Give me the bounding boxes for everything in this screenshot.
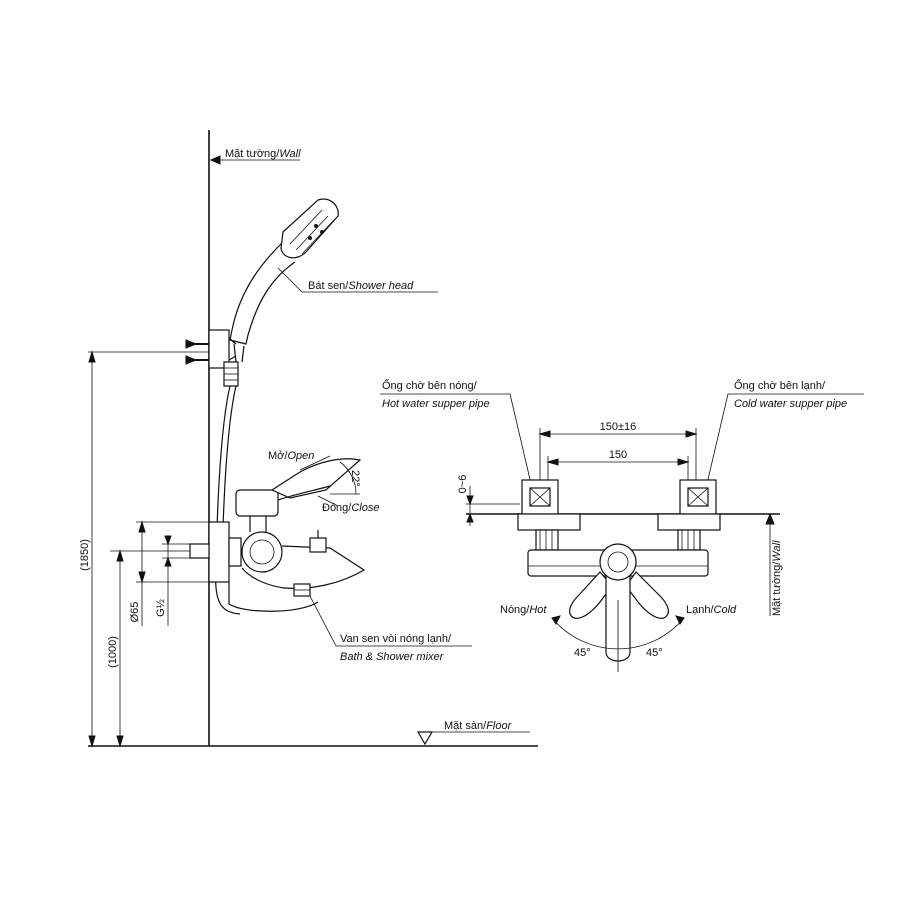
dimension-diameter-text: Ø65 <box>129 602 141 623</box>
dimension-1000-text: (1000) <box>107 636 119 668</box>
floor-label: Mặt sàn/Floor <box>416 720 530 746</box>
shower-head <box>229 198 339 363</box>
top-view: Ống chờ bên nóng/ Hot water supper pipe … <box>380 378 864 672</box>
svg-text:Mở/Open: Mở/Open <box>268 450 314 462</box>
dimension-1850-text: (1850) <box>79 539 91 571</box>
svg-text:Mặt sàn/Floor: Mặt sàn/Floor <box>444 720 513 732</box>
wall-label: Mặt tường/Wall <box>209 148 301 165</box>
cold-pipe-label-vn: Ống chờ bên lạnh/ <box>734 378 826 392</box>
thread-dimension: G½ <box>155 535 210 626</box>
hot-pipe-label-vn: Ống chờ bên nóng/ <box>382 378 478 392</box>
shower-head-label-en: Shower head <box>348 280 414 292</box>
hot-label: Nóng/Hot <box>500 604 547 616</box>
dimension-1000: (1000) <box>107 549 209 748</box>
mixer-label: Van sen vòi nóng lạnh/ Bath & Shower mix… <box>309 595 472 663</box>
cold-pipe <box>657 479 721 531</box>
close-label-en: Close <box>351 502 379 514</box>
cold-label: Lạnh/Cold <box>686 604 737 616</box>
hot-pipe <box>517 479 581 531</box>
wall-label-en: Wall <box>279 148 301 160</box>
floor-label-en: Floor <box>486 720 512 732</box>
svg-text:Mặt tường/Wall: Mặt tường/Wall <box>225 148 301 160</box>
dimension-spacing-text: 150 <box>609 449 627 461</box>
lever-angle-annotation: Mở/Open 22° Đóng/Close <box>268 450 379 514</box>
wall-bracket <box>185 329 239 387</box>
cold-label-vn: Lạnh/ <box>686 604 714 616</box>
mixer-label-en: Bath & Shower mixer <box>340 651 445 663</box>
lever-positions: 45° 45° <box>551 543 685 672</box>
wall-plate: Ø65 <box>129 520 230 626</box>
top-wall-label-vn: Mặt tường/ <box>771 561 783 616</box>
cold-pipe-label-en: Cold water supper pipe <box>734 398 847 410</box>
hot-pipe-label-en: Hot water supper pipe <box>382 398 490 410</box>
top-wall-label-en: Wall <box>771 540 783 562</box>
angle-45-left-text: 45° <box>574 647 591 659</box>
mixer-body <box>228 458 366 612</box>
dimension-thread-text: G½ <box>155 599 167 617</box>
dimension-spacing: 150 <box>546 449 690 494</box>
side-view: Mặt tường/Wall Bát sen/Shower head <box>79 130 538 748</box>
svg-text:Van sen vòi nóng lạnh/: Van sen vòi nóng lạnh/ <box>340 633 452 645</box>
cold-pipe-label: Ống chờ bên lạnh/ Cold water supper pipe <box>705 378 864 489</box>
svg-text:Đóng/Close: Đóng/Close <box>322 502 379 514</box>
dimension-offset-text: 0~6 <box>457 475 469 494</box>
svg-text:Bát sen/Shower head: Bát sen/Shower head <box>308 280 414 292</box>
angle-45-right-text: 45° <box>646 647 663 659</box>
hot-pipe-label: Ống chờ bên nóng/ Hot water supper pipe <box>380 378 533 489</box>
hot-label-en: Hot <box>529 604 547 616</box>
open-label-en: Open <box>287 450 314 462</box>
floor-label-vn: Mặt sàn/ <box>444 720 487 732</box>
hot-label-vn: Nóng/ <box>500 604 530 616</box>
shower-head-label-vn: Bát sen/ <box>308 280 349 292</box>
dimension-spacing-tolerance-text: 150±16 <box>600 421 637 433</box>
svg-text:Mặt tường/Wall: Mặt tường/Wall <box>771 540 783 616</box>
angle-22-text: 22° <box>349 470 361 487</box>
close-label-vn: Đóng/ <box>322 502 352 514</box>
shower-head-label: Bát sen/Shower head <box>277 267 438 293</box>
wall-label-vn: Mặt tường/ <box>225 148 280 160</box>
open-label-vn: Mở/ <box>268 450 288 462</box>
dimension-offset: 0~6 <box>457 475 520 526</box>
top-wall-label: Mặt tường/Wall <box>765 512 783 616</box>
dimension-1850: (1850) <box>79 350 209 748</box>
mixer-label-vn: Van sen vòi nóng lạnh/ <box>340 633 452 645</box>
cold-label-en: Cold <box>714 604 738 616</box>
